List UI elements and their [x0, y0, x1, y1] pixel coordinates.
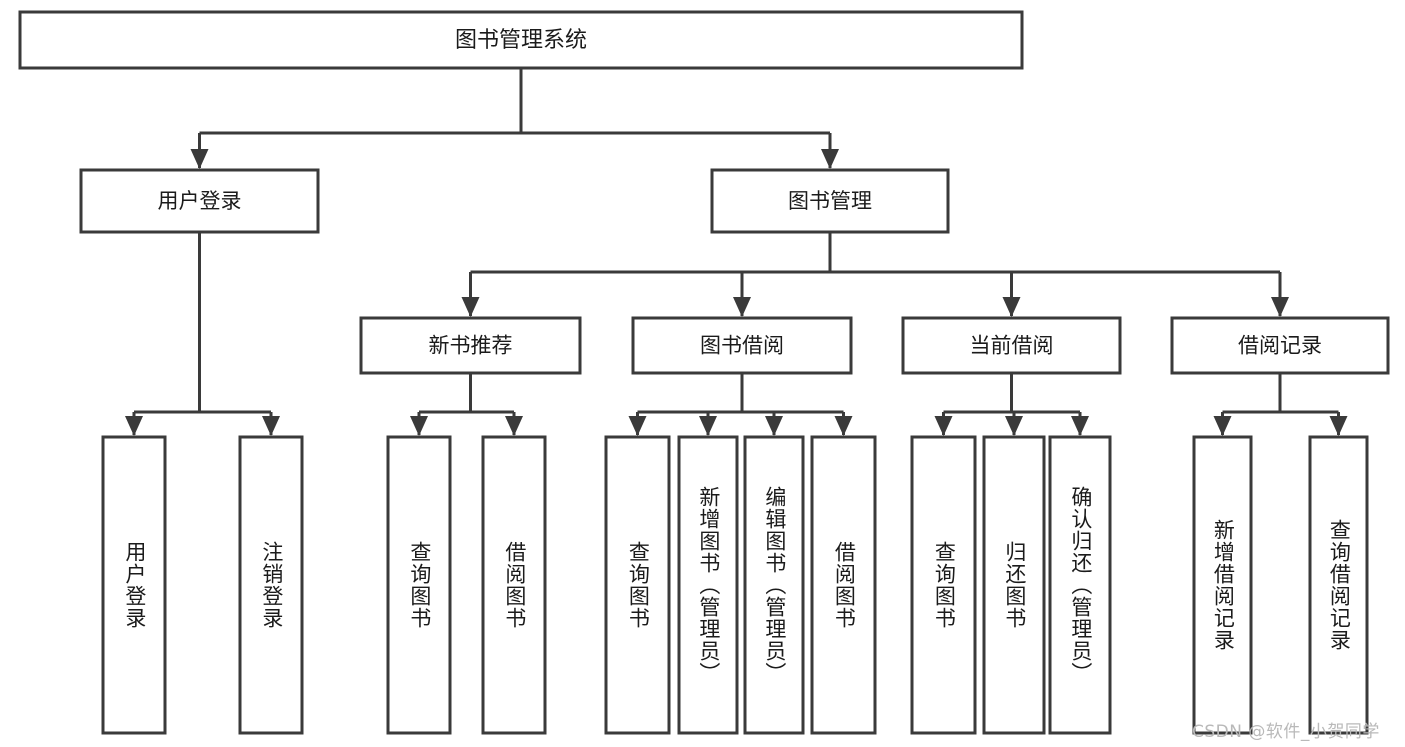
- node-book-borrow-rect[interactable]: [631, 316, 853, 375]
- box-layer: [18, 10, 1390, 735]
- leaf-edit-book-admin-rect[interactable]: [743, 435, 805, 735]
- node-borrow-records-rect[interactable]: [1170, 316, 1390, 375]
- arrowhead-root-child-0: [190, 149, 209, 169]
- node-book-management-rect[interactable]: [710, 168, 950, 234]
- node-current-borrow-rect[interactable]: [901, 316, 1122, 375]
- leaf-user-logout-rect[interactable]: [238, 435, 304, 735]
- node-new-book-recommend-label: 新书推荐: [429, 334, 513, 358]
- arrowhead-node-user-login-child-1: [262, 416, 280, 436]
- leaf-query-borrow-record-rect[interactable]: [1308, 435, 1369, 735]
- arrowhead-bm-child-3: [1271, 297, 1289, 317]
- leaf-return-book[interactable]: [982, 435, 1046, 735]
- arrowhead-node-borrow-records-child-0: [1213, 416, 1232, 436]
- node-book-borrow-label: 图书借阅: [700, 334, 784, 358]
- leaf-user-logout[interactable]: [238, 435, 304, 735]
- node-borrow-records-label: 借阅记录: [1238, 334, 1322, 358]
- arrowhead-node-borrow-records-child-1: [1329, 416, 1348, 436]
- node-user-login-rect[interactable]: [79, 168, 320, 234]
- node-book-management[interactable]: [710, 168, 950, 234]
- leaf-query-book-recommend[interactable]: [386, 435, 452, 735]
- leaf-query-book-current[interactable]: [910, 435, 977, 735]
- leaf-borrow-book-borrow-rect[interactable]: [810, 435, 877, 735]
- leaf-borrow-book-recommend-rect[interactable]: [481, 435, 547, 735]
- leaf-query-book-borrow[interactable]: [604, 435, 671, 735]
- arrowhead-node-user-login-child-0: [125, 416, 143, 436]
- arrowhead-node-current-borrow-child-1: [1005, 416, 1023, 436]
- arrowhead-bm-child-2: [1002, 297, 1021, 317]
- leaf-add-book-admin[interactable]: [677, 435, 739, 735]
- arrowhead-root-child-1: [821, 149, 839, 169]
- connector-layer: [125, 68, 1348, 436]
- node-book-borrow[interactable]: [631, 316, 853, 375]
- node-user-login-label: 用户登录: [158, 189, 242, 213]
- leaf-add-borrow-record-rect[interactable]: [1192, 435, 1253, 735]
- node-current-borrow-label: 当前借阅: [970, 334, 1054, 358]
- node-root-system-rect[interactable]: [18, 10, 1024, 70]
- leaf-borrow-book-recommend[interactable]: [481, 435, 547, 735]
- arrowhead-node-book-borrow-child-3: [834, 416, 853, 436]
- node-borrow-records[interactable]: [1170, 316, 1390, 375]
- leaf-edit-book-admin[interactable]: [743, 435, 805, 735]
- arrowhead-bm-child-0: [461, 297, 480, 317]
- leaf-return-book-rect[interactable]: [982, 435, 1046, 735]
- leaf-confirm-return-admin-rect[interactable]: [1048, 435, 1112, 735]
- node-new-book-recommend-rect[interactable]: [359, 316, 582, 375]
- node-root-system-label: 图书管理系统: [455, 28, 587, 53]
- arrowhead-node-book-borrow-child-0: [628, 416, 647, 436]
- node-user-login[interactable]: [79, 168, 320, 234]
- leaf-query-book-borrow-rect[interactable]: [604, 435, 671, 735]
- arrowhead-node-current-borrow-child-0: [934, 416, 953, 436]
- leaf-add-borrow-record[interactable]: [1192, 435, 1253, 735]
- leaf-add-book-admin-rect[interactable]: [677, 435, 739, 735]
- arrowhead-node-book-borrow-child-2: [765, 416, 783, 436]
- leaf-query-book-recommend-rect[interactable]: [386, 435, 452, 735]
- arrowhead-node-new-book-recommend-child-0: [410, 416, 428, 436]
- node-current-borrow[interactable]: [901, 316, 1122, 375]
- arrowhead-node-book-borrow-child-1: [699, 416, 717, 436]
- arrowhead-bm-child-1: [733, 297, 751, 317]
- leaf-query-borrow-record[interactable]: [1308, 435, 1369, 735]
- arrowhead-node-new-book-recommend-child-1: [505, 416, 523, 436]
- leaf-query-book-current-rect[interactable]: [910, 435, 977, 735]
- leaf-confirm-return-admin[interactable]: [1048, 435, 1112, 735]
- node-new-book-recommend[interactable]: [359, 316, 582, 375]
- leaf-borrow-book-borrow[interactable]: [810, 435, 877, 735]
- node-book-management-label: 图书管理: [788, 189, 872, 213]
- node-root-system[interactable]: [18, 10, 1024, 70]
- leaf-user-login-rect[interactable]: [101, 435, 167, 735]
- arrowhead-node-current-borrow-child-2: [1071, 416, 1089, 436]
- csdn-watermark: CSDN @软件_小贺同学: [1192, 722, 1380, 742]
- leaf-user-login[interactable]: [101, 435, 167, 735]
